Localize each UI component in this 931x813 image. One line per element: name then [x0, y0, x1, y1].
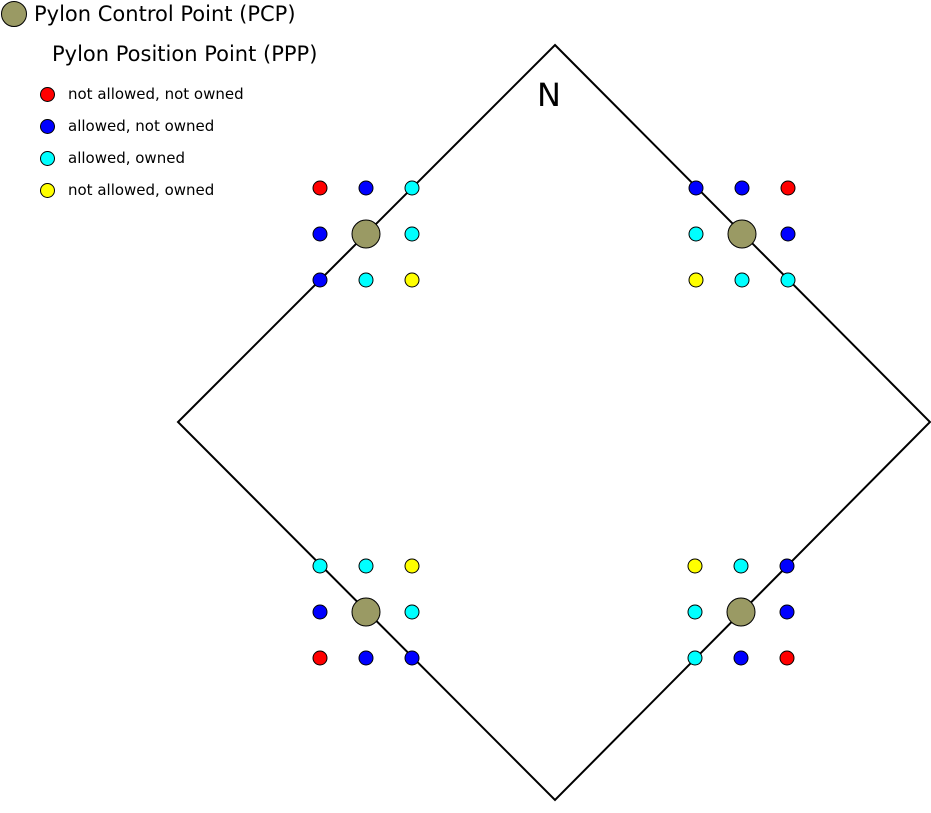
ppp-lower-right-r0c1-cyan [733, 558, 749, 574]
legend-item-yellow: not allowed, owned [40, 181, 317, 199]
pcp-upper-right [727, 219, 757, 249]
legend-item-red: not allowed, not owned [40, 85, 317, 103]
ppp-lower-left-r1c2-cyan [404, 604, 420, 620]
ppp-upper-right-r2c1-cyan [734, 272, 750, 288]
legend-item-label: not allowed, not owned [68, 85, 244, 103]
ppp-upper-left-r0c2-cyan [404, 180, 420, 196]
yellow-dot-icon [40, 182, 55, 198]
pylon-cluster-lower-right [687, 558, 795, 666]
ppp-upper-left-r1c2-cyan [404, 226, 420, 242]
ppp-upper-left-r0c1-blue [358, 180, 374, 196]
ppp-lower-left-r0c1-cyan [358, 558, 374, 574]
ppp-upper-right-r0c1-blue [734, 180, 750, 196]
pylon-cluster-lower-left [312, 558, 420, 666]
legend-item-cyan: allowed, owned [40, 149, 317, 167]
ppp-upper-right-r0c0-blue [688, 180, 704, 196]
ppp-lower-right-r2c0-cyan [687, 650, 703, 666]
pylon-cluster-upper-left [312, 180, 420, 288]
pcp-upper-left [351, 219, 381, 249]
ppp-lower-right-r2c2-red [779, 650, 795, 666]
ppp-legend-heading: Pylon Position Point (PPP) [52, 42, 318, 66]
pylon-clusters [312, 180, 796, 666]
ppp-lower-left-r1c0-blue [312, 604, 328, 620]
ppp-upper-left-r2c0-blue [312, 272, 328, 288]
ppp-lower-right-r0c0-yellow [687, 558, 703, 574]
ppp-upper-right-r0c2-red [780, 180, 796, 196]
legend-item-blue: allowed, not owned [40, 117, 317, 135]
ppp-upper-right-r2c0-yellow [688, 272, 704, 288]
ppp-lower-left-r2c2-blue [404, 650, 420, 666]
ppp-upper-left-r2c2-yellow [404, 272, 420, 288]
legend-item-label: allowed, not owned [68, 117, 215, 135]
pcp-legend-row: Pylon Control Point (PCP) [0, 0, 317, 27]
ppp-lower-right-r2c1-blue [733, 650, 749, 666]
north-label: N [537, 76, 561, 114]
legend-item-label: not allowed, owned [68, 181, 215, 199]
ppp-lower-right-r1c0-cyan [687, 604, 703, 620]
ppp-lower-right-r0c2-blue [779, 558, 795, 574]
ppp-lower-right-r1c2-blue [779, 604, 795, 620]
ppp-upper-right-r2c2-cyan [780, 272, 796, 288]
pcp-lower-left [351, 597, 381, 627]
ppp-upper-right-r1c0-cyan [688, 226, 704, 242]
cyan-dot-icon [40, 150, 55, 166]
ppp-lower-left-r2c1-blue [358, 650, 374, 666]
pylon-cluster-upper-right [688, 180, 796, 288]
red-dot-icon [40, 86, 55, 102]
pcp-legend-label: Pylon Control Point (PCP) [34, 2, 296, 26]
ppp-upper-left-r2c1-cyan [358, 272, 374, 288]
ppp-lower-left-r0c2-yellow [404, 558, 420, 574]
ppp-lower-left-r2c0-red [312, 650, 328, 666]
course-diamond [176, 43, 931, 802]
blue-dot-icon [40, 118, 55, 134]
ppp-upper-right-r1c2-blue [780, 226, 796, 242]
ppp-upper-left-r1c0-blue [312, 226, 328, 242]
ppp-legend-list: not allowed, not owned allowed, not owned… [40, 85, 317, 199]
pcp-circle-icon [1, 1, 27, 27]
pcp-lower-right [726, 597, 756, 627]
ppp-upper-left-r0c0-red [312, 180, 328, 196]
ppp-lower-left-r0c0-cyan [312, 558, 328, 574]
legend: Pylon Control Point (PCP) Pylon Position… [0, 0, 317, 199]
legend-item-label: allowed, owned [68, 149, 185, 167]
